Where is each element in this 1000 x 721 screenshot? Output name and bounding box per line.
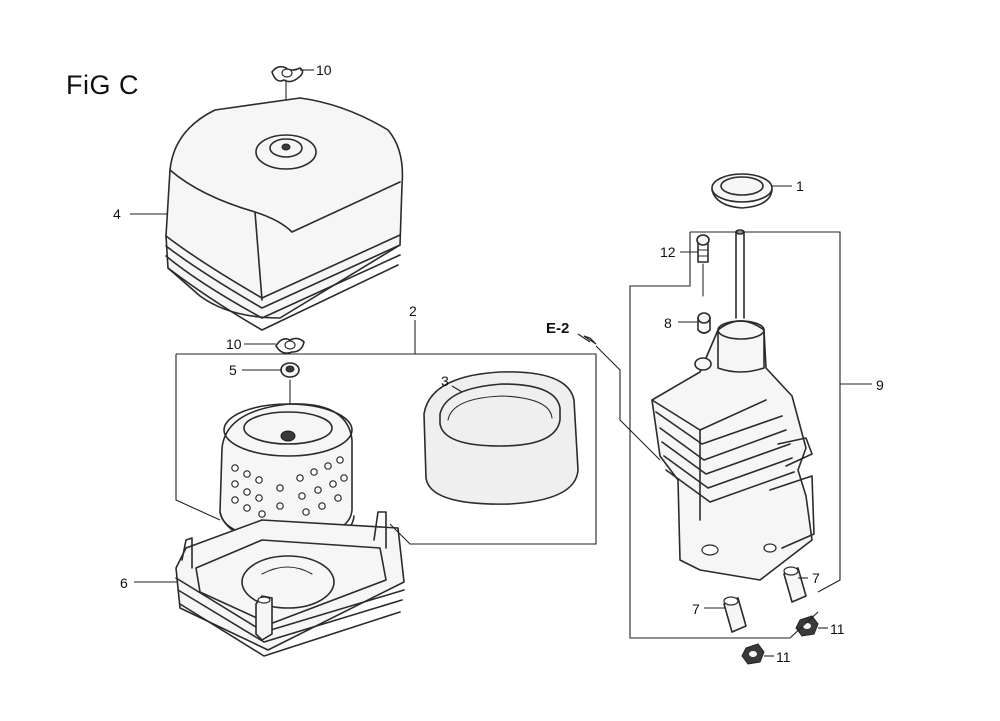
reference-e2: E-2 [546, 320, 569, 337]
callout-12: 12 [660, 244, 676, 260]
callout-7-right: 7 [812, 570, 820, 586]
bolt-12 [696, 234, 710, 297]
callout-7-left: 7 [692, 601, 700, 617]
callout-3: 3 [441, 373, 449, 389]
seal-ring [711, 173, 773, 209]
callout-6: 6 [120, 575, 128, 591]
nut-11a [795, 615, 819, 637]
air-cleaner-elbow [651, 229, 815, 581]
group-bracket-2 [175, 353, 597, 545]
foam-element [423, 371, 579, 505]
callout-11-right: 11 [830, 621, 845, 637]
callout-5: 5 [229, 362, 237, 378]
air-cleaner-base [175, 511, 405, 657]
tube-7b [723, 596, 747, 633]
callout-10-lower: 10 [226, 336, 242, 352]
filter-perforations [231, 456, 348, 518]
callout-2: 2 [409, 303, 417, 319]
callout-11-left: 11 [776, 649, 791, 665]
callout-10-top: 10 [316, 62, 332, 78]
leader-lines [130, 69, 872, 657]
nut-11b [741, 643, 765, 665]
callout-1: 1 [796, 178, 804, 194]
tube-7a [783, 566, 807, 603]
callout-8: 8 [664, 315, 672, 331]
figure-title: FiG C [66, 70, 139, 100]
grommet [280, 362, 300, 378]
callout-4: 4 [113, 206, 121, 222]
callout-9: 9 [876, 377, 884, 393]
group-bracket-9 [629, 231, 841, 639]
collar-8 [697, 312, 711, 334]
wing-nut-lower [275, 337, 305, 354]
air-filter-element [219, 403, 355, 549]
air-cleaner-cover [165, 97, 404, 331]
